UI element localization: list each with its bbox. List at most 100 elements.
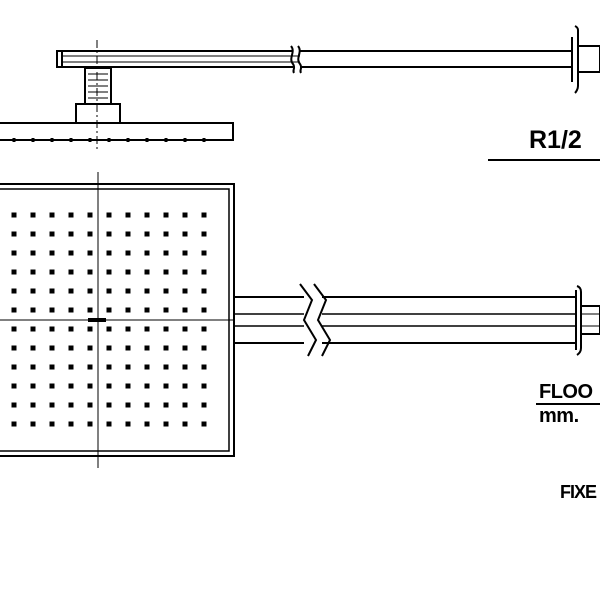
nozzle-dot [163, 326, 169, 332]
nozzle-dot [49, 345, 55, 351]
nozzle-dot [87, 345, 93, 351]
side-nozzle-tick [107, 138, 111, 142]
nozzle-dot [87, 326, 93, 332]
nozzle-dot [30, 212, 36, 218]
nozzle-dot [144, 250, 150, 256]
nozzle-dot [87, 212, 93, 218]
nozzle-dot [68, 364, 74, 370]
nozzle-dot [106, 231, 112, 237]
nozzle-dot [182, 421, 188, 427]
nozzle-dot [49, 250, 55, 256]
nozzle-dot [68, 307, 74, 313]
nozzle-dot [125, 326, 131, 332]
nozzle-dot [125, 212, 131, 218]
nozzle-dot [106, 288, 112, 294]
nozzle-dot [49, 402, 55, 408]
nozzle-dot [11, 421, 17, 427]
nozzle-dot [201, 288, 207, 294]
nozzle-dot [87, 288, 93, 294]
nozzle-dot [106, 364, 112, 370]
nozzle-dot [125, 307, 131, 313]
nozzle-dot [49, 326, 55, 332]
nozzle-dot [163, 364, 169, 370]
nozzle-dot [87, 402, 93, 408]
nozzle-dot [125, 402, 131, 408]
nozzle-dot [87, 364, 93, 370]
side-nozzle-tick [126, 138, 130, 142]
nozzle-dot [201, 383, 207, 389]
nozzle-dot [182, 269, 188, 275]
nozzle-dot [87, 231, 93, 237]
nozzle-dot [30, 269, 36, 275]
side-nozzle-tick [69, 138, 73, 142]
nozzle-dot [201, 212, 207, 218]
side-view-swivel-connector [75, 67, 121, 124]
fixed-label: FIXE [560, 482, 597, 502]
nozzle-dot [30, 307, 36, 313]
nozzle-dot [49, 421, 55, 427]
nozzle-dot [87, 307, 93, 313]
nozzle-dot [201, 345, 207, 351]
nozzle-dot [144, 345, 150, 351]
side-view-shower-arm [56, 25, 600, 94]
nozzle-dot [125, 421, 131, 427]
nozzle-dot [163, 345, 169, 351]
side-nozzle-tick [31, 138, 35, 142]
nozzle-dot [11, 250, 17, 256]
nozzle-dot [11, 231, 17, 237]
nozzle-dot [11, 326, 17, 332]
nozzle-dot [182, 231, 188, 237]
nozzle-dot [144, 269, 150, 275]
nozzle-dot [11, 383, 17, 389]
nozzle-dot [201, 307, 207, 313]
nozzle-dot [30, 326, 36, 332]
nozzle-dot [11, 288, 17, 294]
nozzle-dot [163, 269, 169, 275]
nozzle-dot [68, 383, 74, 389]
nozzle-dot [30, 402, 36, 408]
nozzle-dot [87, 383, 93, 389]
nozzle-dot [182, 307, 188, 313]
nozzle-dot [182, 345, 188, 351]
nozzle-dot [49, 383, 55, 389]
nozzle-dot [125, 250, 131, 256]
nozzle-dot [11, 364, 17, 370]
nozzle-dot [30, 383, 36, 389]
nozzle-dot [87, 269, 93, 275]
nozzle-dot [144, 307, 150, 313]
nozzle-dot [87, 250, 93, 256]
nozzle-dot [106, 269, 112, 275]
floor-dimension-label: FLOO [539, 381, 593, 403]
nozzle-dot [201, 402, 207, 408]
nozzle-dot [182, 288, 188, 294]
nozzle-dot [163, 383, 169, 389]
nozzle-dot [106, 345, 112, 351]
nozzle-dot [201, 364, 207, 370]
nozzle-dot [11, 212, 17, 218]
nozzle-dot [125, 288, 131, 294]
nozzle-dot [68, 250, 74, 256]
nozzle-dot [182, 212, 188, 218]
nozzle-dot [30, 345, 36, 351]
nozzle-dot [182, 364, 188, 370]
nozzle-dot [68, 345, 74, 351]
nozzle-dot [144, 383, 150, 389]
nozzle-dot [11, 345, 17, 351]
side-nozzle-tick [164, 138, 168, 142]
plan-view-centerlines [0, 172, 234, 468]
nozzle-dot [201, 326, 207, 332]
nozzle-dot [68, 421, 74, 427]
nozzle-dot [11, 402, 17, 408]
nozzle-dot [144, 326, 150, 332]
nozzle-dot [49, 269, 55, 275]
nozzle-dot [144, 364, 150, 370]
nozzle-dot [163, 307, 169, 313]
nozzle-dot [125, 364, 131, 370]
nozzle-dot [182, 326, 188, 332]
nozzle-dot [49, 288, 55, 294]
nozzle-dot [144, 212, 150, 218]
side-nozzle-tick [145, 138, 149, 142]
nozzle-dot [163, 421, 169, 427]
nozzle-dot [30, 421, 36, 427]
